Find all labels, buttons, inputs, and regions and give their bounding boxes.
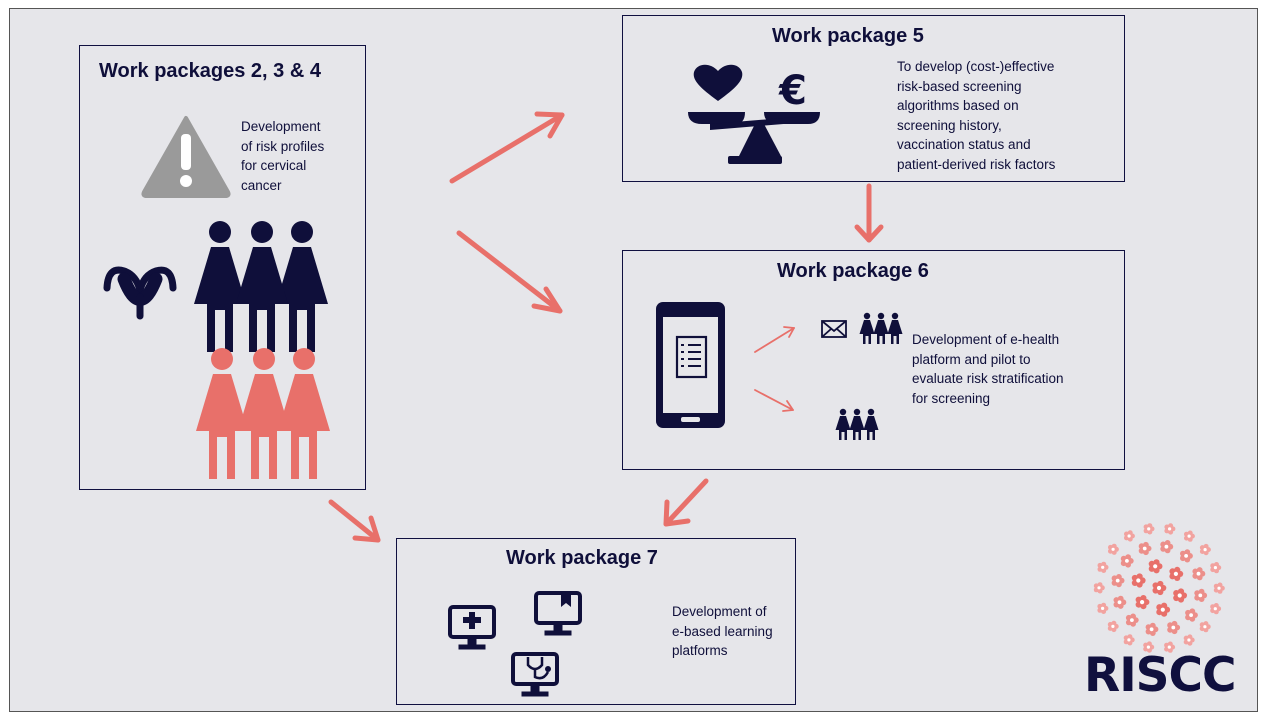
description-line: of risk profiles	[241, 138, 325, 154]
logo-dot	[1152, 580, 1167, 596]
wp7-box	[396, 538, 796, 705]
description-line: Development of e-health	[912, 332, 1060, 347]
logo-dot	[1123, 634, 1135, 646]
logo-dot	[1213, 582, 1225, 594]
wp234-title: Work packages 2, 3 & 4	[99, 60, 321, 82]
logo-dot	[1143, 641, 1155, 653]
description-line: Development of	[672, 604, 767, 619]
logo-dot	[1120, 554, 1134, 568]
wp7-title: Work package 7	[506, 547, 658, 569]
logo-dot	[1185, 608, 1198, 622]
logo-dot	[1125, 613, 1139, 627]
description-line: evaluate risk stratification	[912, 371, 1064, 386]
wp6-title: Work package 6	[777, 260, 929, 282]
logo-dot	[1167, 620, 1181, 635]
logo-dot	[1113, 595, 1127, 609]
warning-icon	[141, 116, 231, 198]
logo-dot	[1210, 562, 1222, 574]
logo-dot	[1156, 602, 1171, 617]
women-group-icon	[859, 312, 903, 344]
logo-dot	[1164, 641, 1176, 653]
wp6-description: Development of e-health platform and pil…	[912, 330, 1064, 408]
logo-dot	[1164, 523, 1176, 535]
logo-dot	[1124, 530, 1135, 542]
logo-dot	[1210, 603, 1222, 615]
arrow-wp234-to-wp5	[449, 111, 565, 184]
description-line: platforms	[672, 643, 728, 658]
logo-dot	[1111, 574, 1125, 588]
monitor-stethoscope-icon	[511, 652, 559, 698]
logo-dot	[1131, 573, 1146, 588]
logo-dot	[1199, 621, 1211, 633]
logo-dot	[1192, 567, 1206, 581]
description-line: patient-derived risk factors	[897, 156, 1056, 172]
arrow-wp234-to-wp7	[328, 499, 381, 543]
balance-scale-icon	[688, 112, 820, 164]
description-line: cancer	[241, 177, 282, 193]
wp7-description: Development of e-based learning platform…	[672, 602, 773, 661]
description-line: screening history,	[897, 117, 1002, 133]
logo-dot	[1180, 549, 1193, 563]
women-group-icon	[194, 221, 328, 352]
description-line: Development	[241, 119, 321, 134]
description-line: for screening	[912, 390, 991, 406]
wp5-title: Work package 5	[772, 25, 924, 47]
logo-dot	[1169, 566, 1184, 582]
description-line: risk-based screening	[897, 78, 1022, 94]
description-line: algorithms based on	[897, 98, 1019, 113]
women-group-icon	[835, 408, 879, 440]
description-line: platform and pilot to	[912, 351, 1031, 367]
logo-dot	[1160, 540, 1174, 554]
logo-dot	[1183, 634, 1195, 646]
logo-dot	[1097, 561, 1109, 573]
arrow-phone-to-envelope	[754, 326, 795, 353]
logo-dot	[1135, 595, 1150, 610]
riscc-logo-flower	[1093, 523, 1225, 653]
logo-dot	[1184, 530, 1195, 542]
logo-dot	[1107, 620, 1119, 633]
envelope-icon	[821, 320, 847, 338]
smartphone-checklist-icon	[656, 302, 725, 428]
logo-dot	[1194, 588, 1208, 602]
monitor-medical-icon	[448, 605, 496, 651]
wp5-description: To develop (cost-)effective risk-based s…	[897, 57, 1055, 174]
logo-dot	[1148, 559, 1163, 574]
arrow-wp5-to-wp6	[854, 183, 884, 243]
women-group-icon	[196, 348, 330, 479]
riscc-logo-text: RISCC	[1084, 648, 1237, 703]
arrow-wp234-to-wp6	[456, 230, 563, 314]
uterus-icon	[103, 266, 177, 320]
wp5-box	[622, 15, 1125, 182]
euro-icon: €	[778, 68, 807, 114]
heart-icon	[693, 64, 743, 101]
arrow-phone-to-women	[754, 389, 794, 412]
monitor-bookmark-icon	[534, 591, 582, 637]
arrow-wp6-to-wp7	[663, 478, 709, 527]
logo-dot	[1097, 602, 1109, 614]
description-line: e-based learning	[672, 623, 773, 639]
svg-text:€: €	[778, 68, 807, 114]
logo-dot	[1199, 543, 1211, 556]
logo-dot	[1108, 543, 1119, 555]
description-line: for cervical	[241, 158, 307, 173]
logo-dot	[1145, 622, 1159, 636]
logo-dot	[1143, 523, 1155, 535]
logo-dot	[1093, 582, 1105, 594]
description-line: vaccination status and	[897, 137, 1031, 152]
wp234-description: Development of risk profiles for cervica…	[241, 117, 324, 195]
description-line: To develop (cost-)effective	[897, 59, 1055, 74]
logo-dot	[1173, 588, 1187, 603]
logo-dot	[1138, 541, 1152, 556]
